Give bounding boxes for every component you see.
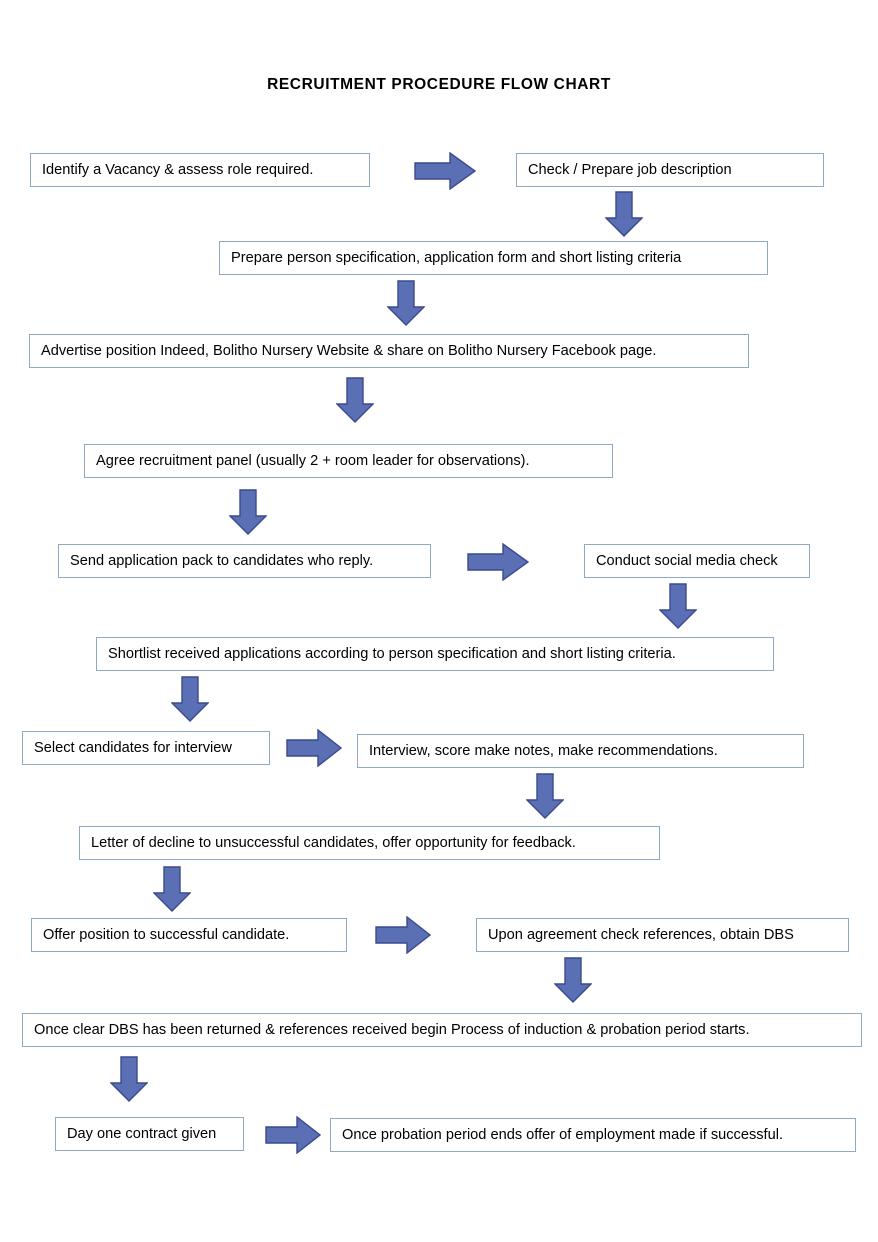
node-probation-ends-offer: Once probation period ends offer of empl…: [330, 1118, 856, 1152]
arrow-interview-to-letter: [526, 773, 564, 819]
node-prepare-person-spec: Prepare person specification, applicatio…: [219, 241, 768, 275]
node-check-references-dbs: Upon agreement check references, obtain …: [476, 918, 849, 952]
node-label: Shortlist received applications accordin…: [108, 645, 676, 662]
node-send-application-pack: Send application pack to candidates who …: [58, 544, 431, 578]
arrow-prepare-to-advertise: [387, 280, 425, 326]
node-conduct-social-check: Conduct social media check: [584, 544, 810, 578]
node-interview-score: Interview, score make notes, make recomm…: [357, 734, 804, 768]
node-letter-of-decline: Letter of decline to unsuccessful candid…: [79, 826, 660, 860]
node-label: Once clear DBS has been returned & refer…: [34, 1021, 750, 1038]
node-day-one-contract: Day one contract given: [55, 1117, 244, 1151]
arrow-advertise-to-panel: [336, 377, 374, 423]
arrow-letter-to-offer: [153, 866, 191, 912]
node-shortlist-applications: Shortlist received applications accordin…: [96, 637, 774, 671]
node-label: Prepare person specification, applicatio…: [231, 249, 682, 266]
node-label: Interview, score make notes, make recomm…: [369, 742, 718, 759]
node-label: Upon agreement check references, obtain …: [488, 926, 794, 943]
node-label: Once probation period ends offer of empl…: [342, 1126, 784, 1143]
node-check-job-description: Check / Prepare job description: [516, 153, 824, 187]
node-label: Conduct social media check: [596, 552, 778, 569]
arrow-check-to-prepare: [605, 191, 643, 237]
node-induction-probation: Once clear DBS has been returned & refer…: [22, 1013, 862, 1047]
node-label: Select candidates for interview: [34, 739, 232, 756]
node-identify-vacancy: Identify a Vacancy & assess role require…: [30, 153, 370, 187]
arrow-references-to-induction: [554, 957, 592, 1003]
node-label: Send application pack to candidates who …: [70, 552, 374, 569]
node-label: Agree recruitment panel (usually 2 + roo…: [96, 452, 530, 469]
arrow-shortlist-to-select: [171, 676, 209, 722]
node-offer-position: Offer position to successful candidate.: [31, 918, 347, 952]
arrow-select-to-interview: [286, 729, 342, 767]
node-label: Check / Prepare job description: [528, 161, 732, 178]
arrow-offer-to-references: [375, 916, 431, 954]
node-advertise-position: Advertise position Indeed, Bolitho Nurse…: [29, 334, 749, 368]
arrow-induction-to-day-one: [110, 1056, 148, 1102]
node-agree-recruitment-panel: Agree recruitment panel (usually 2 + roo…: [84, 444, 613, 478]
node-label: Day one contract given: [67, 1125, 217, 1142]
node-label: Offer position to successful candidate.: [43, 926, 290, 943]
node-label: Advertise position Indeed, Bolitho Nurse…: [41, 342, 657, 359]
arrow-identify-to-check: [414, 152, 476, 190]
arrow-day-one-to-probation-offer: [265, 1116, 321, 1154]
arrow-send-pack-to-social-check: [467, 543, 529, 581]
arrow-panel-to-send-pack: [229, 489, 267, 535]
page-title: RECRUITMENT PROCEDURE FLOW CHART: [267, 76, 611, 93]
arrow-social-check-to-shortlist: [659, 583, 697, 629]
node-select-candidates: Select candidates for interview: [22, 731, 270, 765]
node-label: Identify a Vacancy & assess role require…: [42, 161, 314, 178]
node-label: Letter of decline to unsuccessful candid…: [91, 834, 576, 851]
